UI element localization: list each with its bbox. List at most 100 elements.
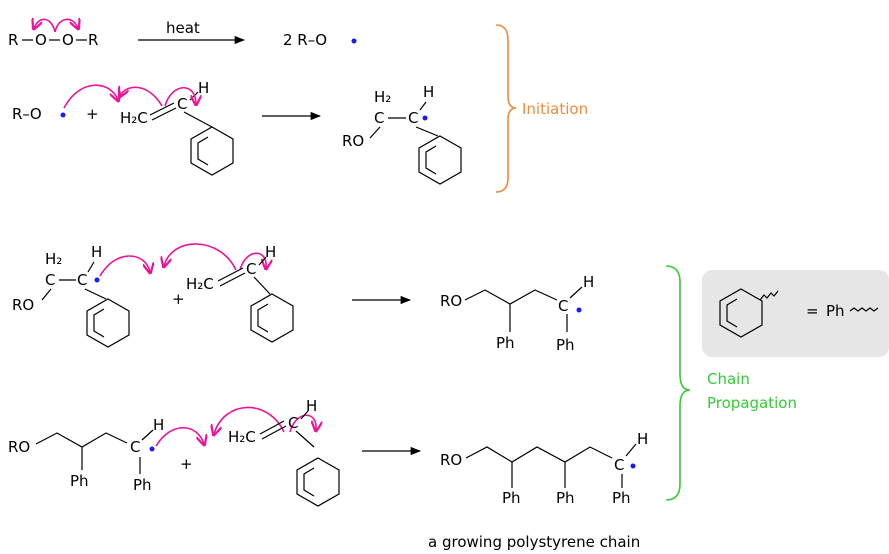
r2-plus: +: [86, 105, 99, 123]
r4-double-bond-b: [261, 425, 287, 440]
r3-double-bond-b: [219, 272, 246, 287]
r2-alkene-h: H: [198, 79, 209, 97]
r4-fishhook-1: [155, 427, 204, 446]
r2-product-c1: C: [374, 109, 384, 127]
r3-double-bond-a: [217, 267, 244, 282]
r2-product-ch-bond: [419, 101, 427, 111]
r3-reactant-c1: C: [45, 271, 55, 289]
r3-product-ch-bond: [569, 286, 583, 299]
r1-product: 2 R–O: [283, 31, 327, 49]
r2-product-benzene-ring: [418, 135, 462, 185]
r3-product-chain: [464, 289, 558, 305]
r3-reactant-ro: RO: [12, 296, 34, 314]
r2-alkene-c: C: [177, 95, 187, 113]
r2-fishhook-2: [120, 87, 163, 107]
r1-radical-dot: [351, 38, 357, 44]
r1-r-left: R: [8, 31, 18, 49]
r4-product-ph-1: Ph: [502, 489, 521, 507]
propagation-label-line-2: Propagation: [707, 394, 797, 412]
r4-alkene-c: C: [288, 414, 298, 432]
r2-double-bond-b: [151, 107, 177, 121]
reaction-3-propagation: H₂ C C H RO + H₂C C H RO Ph C H Ph: [12, 243, 594, 354]
r4-product-ph-2: Ph: [556, 489, 575, 507]
r4-reactant-ph-2: Ph: [133, 476, 152, 494]
r3-alkene-phenyl-bond: [253, 276, 271, 295]
r4-plus: +: [180, 455, 193, 473]
initiation-brace: [495, 24, 517, 193]
fishhook-arrow-right: [54, 19, 78, 32]
r4-reactant-ro: RO: [8, 438, 30, 456]
r2-product-ro: RO: [342, 132, 364, 150]
initiation-label: Initiation: [522, 100, 588, 118]
reaction-1-homolysis: R O O R heat 2 R–O: [8, 19, 357, 49]
r4-reactant-h: H: [153, 416, 164, 434]
reaction-2-addition: R–O + H₂C C H H₂ C C H RO: [12, 79, 462, 185]
r2-c-phenyl-bond: [183, 111, 213, 128]
r4-fishhook-3: [289, 414, 316, 432]
legend-ph: Ph: [826, 302, 845, 320]
r1-oxygen-1: O: [35, 31, 47, 49]
r2-radical-dot: [60, 112, 66, 118]
fishhook-arrow-left: [34, 19, 56, 32]
r2-double-bond-a: [149, 102, 175, 116]
r3-reactant-c2: C: [77, 271, 87, 289]
r3-product-ro: RO: [440, 292, 462, 310]
r2-fishhook-1: [63, 84, 118, 109]
r4-alkene-phenyl-bond: [295, 430, 315, 448]
r4-fishhook-2: [214, 406, 285, 434]
r4-reactant-chain: [35, 432, 128, 448]
propagation-label-line-1: Chain: [707, 370, 750, 388]
r4-product-ch-bond: [625, 443, 637, 457]
r3-plus: +: [172, 290, 185, 308]
r3-reactant-phenyl-bond: [84, 288, 107, 300]
r3-reactant-radical-dot: [94, 277, 100, 283]
caption: a growing polystyrene chain: [428, 533, 640, 551]
r2-product-radical-dot: [422, 115, 428, 121]
r2-benzene-ring: [190, 126, 234, 176]
r4-alkene-ch-bond: [300, 410, 309, 420]
r4-product-c: C: [614, 456, 624, 474]
r4-reactant-c: C: [130, 438, 140, 456]
r2-alkoxy-radical: R–O: [12, 105, 42, 123]
r4-product-h: H: [637, 430, 648, 448]
r3-alkene-ch-bond: [258, 256, 267, 266]
r3-reactant-ch-bond: [87, 261, 95, 273]
r3-product-c: C: [558, 297, 568, 315]
r3-product-ph-1: Ph: [496, 334, 515, 352]
r4-reactant-radical-dot: [149, 446, 155, 452]
r3-alkene-h: H: [265, 243, 276, 261]
r4-alkene-ch2: H₂C: [228, 428, 256, 446]
r2-alkene-ch2: H₂C: [120, 109, 148, 127]
propagation-brace: [665, 265, 691, 501]
r3-reactant-h: H: [91, 243, 102, 261]
r3-alkene-benzene-ring: [250, 293, 294, 343]
r3-product-h: H: [583, 273, 594, 291]
r4-product-ph-3: Ph: [612, 489, 631, 507]
r4-alkene-h: H: [306, 397, 317, 415]
r2-product-roc-bond: [369, 126, 381, 139]
r3-fishhook-2: [164, 243, 237, 271]
phenyl-legend: = Ph: [702, 270, 889, 357]
reaction-4-propagation: RO Ph C H Ph + H₂C C H RO Ph Ph C H Ph: [8, 397, 648, 507]
r2-product-c2: C: [408, 109, 418, 127]
r4-product-ro: RO: [440, 451, 462, 469]
r2-product-h: H: [423, 83, 434, 101]
r4-product-radical-dot: [630, 463, 636, 469]
r3-alkene-c: C: [246, 260, 256, 278]
legend-wavy-bond-2: [849, 307, 879, 312]
r3-reactant-benzene-ring: [86, 298, 130, 348]
heat-condition: heat: [166, 19, 200, 37]
r3-fishhook-1: [99, 255, 150, 277]
r2-product-h2: H₂: [374, 88, 391, 106]
r3-reactant-roc-bond: [41, 288, 52, 301]
legend-background: [702, 270, 889, 357]
r4-reactant-ph-1: Ph: [70, 472, 89, 490]
r3-product-radical-dot: [576, 307, 582, 313]
r3-product-ph-2: Ph: [556, 336, 575, 354]
r4-reactant-ch-bond: [141, 429, 154, 441]
r4-double-bond-a: [259, 420, 285, 435]
legend-equals: =: [806, 302, 819, 320]
r3-reactant-h2: H₂: [45, 250, 62, 268]
r3-alkene-ch2: H₂C: [186, 275, 214, 293]
